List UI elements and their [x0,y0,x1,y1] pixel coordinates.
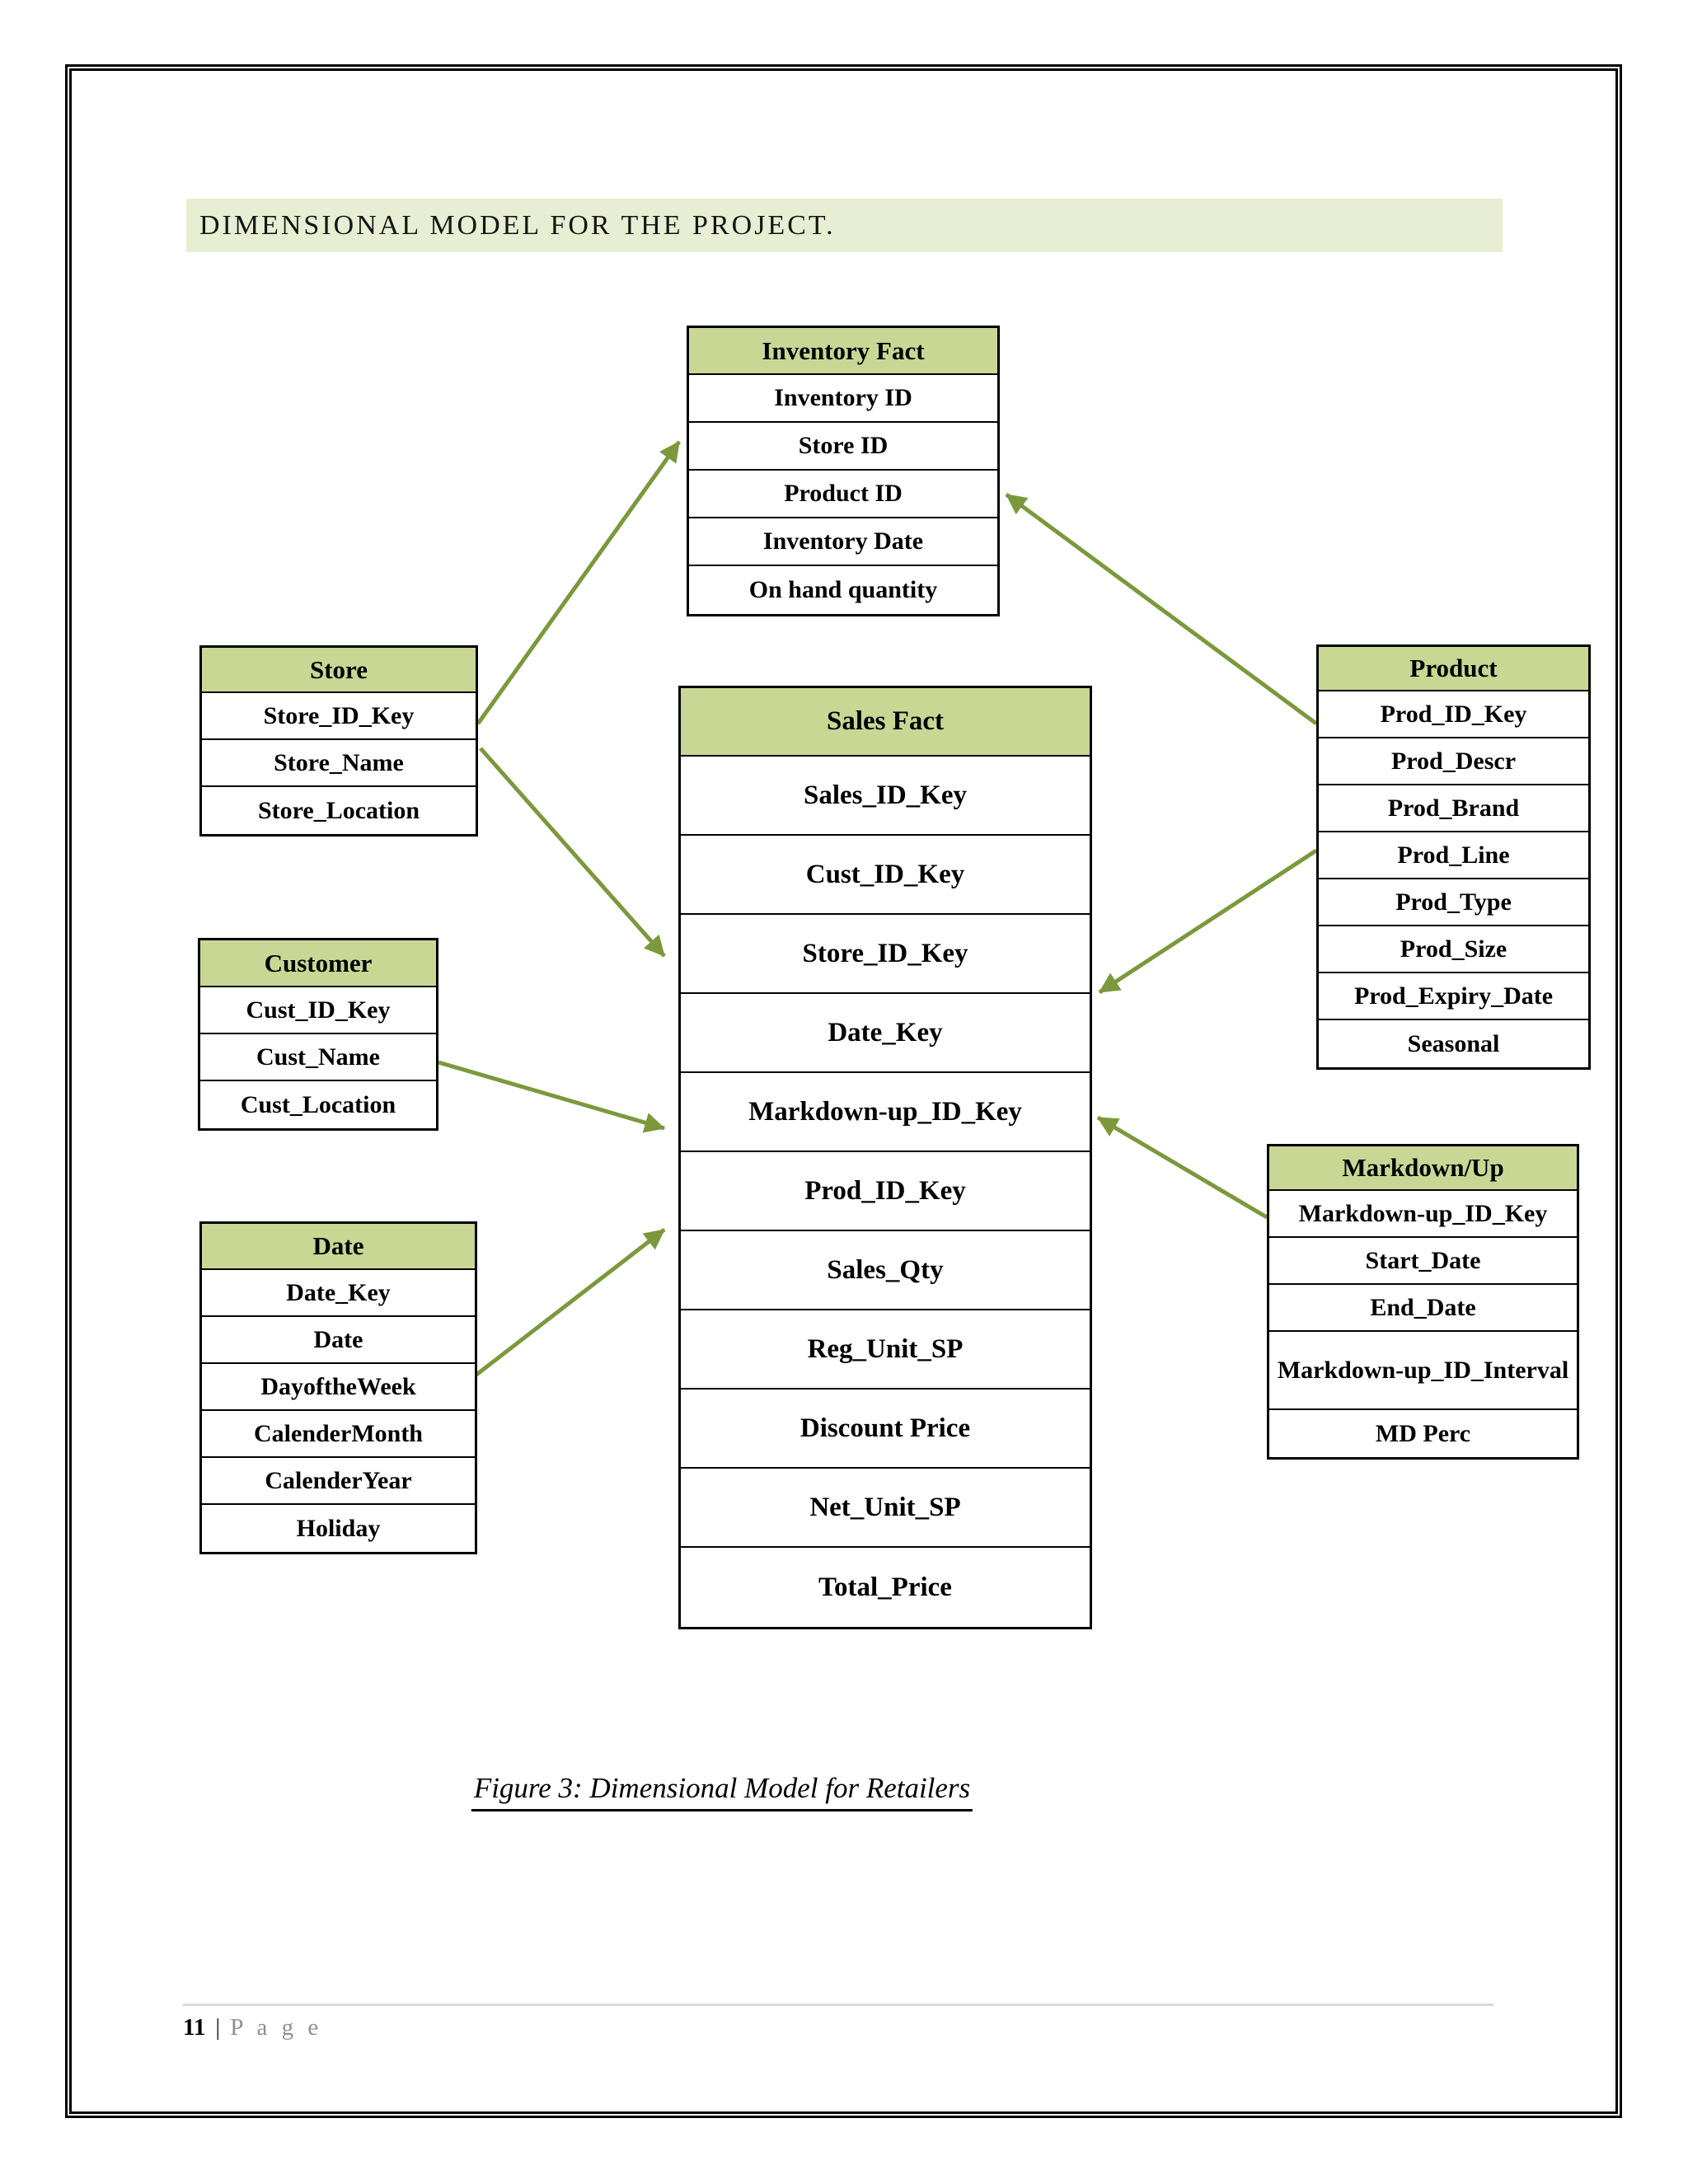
entity-row: Prod_Brand [1319,785,1588,832]
entity-row: Markdown-up_ID_Key [1269,1191,1577,1238]
entity-row: Store_Name [202,740,476,787]
entity-row: Inventory ID [689,375,997,423]
page-footer: 11 | P a g e [183,2014,322,2041]
entity-row: Markdown-up_ID_Key [681,1073,1090,1152]
section-title: DIMENSIONAL MODEL FOR THE PROJECT. [199,209,836,241]
entity-row: Discount Price [681,1390,1090,1469]
entity-row: Date_Key [202,1270,475,1317]
entity-row: Cust_Location [240,1090,396,1118]
entity-row: Net_Unit_SP [681,1469,1090,1548]
entity-row: MD Perc [1375,1419,1471,1447]
entity-row: Store_ID_Key [681,915,1090,994]
arrow-product-to-sales-fact [1098,848,1318,995]
entity-title-store: Store [202,648,476,693]
section-title-band: DIMENSIONAL MODEL FOR THE PROJECT. [186,199,1503,252]
arrow-store-to-inventory-fact [476,440,682,725]
arrow-markdown-to-sales-fact [1096,1115,1268,1220]
entity-row: Prod_ID_Key [681,1152,1090,1231]
arrow-customer-to-sales-fact [438,1060,666,1133]
entity-row: Prod_Type [1319,879,1588,926]
arrow-product-to-inventory-fact [1005,492,1318,726]
entity-row: Store_Location [257,796,420,824]
entity-row: Markdown-up_ID_Interval [1269,1332,1577,1410]
entity-row: Prod_Expiry_Date [1319,973,1588,1020]
entity-title-markdown_up: Markdown/Up [1269,1146,1577,1191]
entity-row: Inventory Date [689,518,997,566]
entity-title-date: Date [202,1224,475,1270]
entity-row: Total_Price [818,1572,952,1602]
entity-row: Sales_ID_Key [681,757,1090,836]
entity-row: Prod_ID_Key [1319,691,1588,738]
entity-row: Prod_Size [1319,926,1588,973]
entity-row: Cust_ID_Key [681,836,1090,915]
entity-row: Cust_Name [200,1034,436,1081]
entity-title-sales_fact: Sales Fact [681,688,1090,757]
arrow-store-to-sales-fact [479,747,666,958]
arrow-date-to-sales-fact [475,1228,666,1376]
entity-row: Start_Date [1269,1238,1577,1285]
entity-title-customer: Customer [200,940,436,987]
entity-row: Store ID [689,423,997,471]
entity-row: Prod_Line [1319,832,1588,879]
entity-row: Seasonal [1407,1029,1500,1057]
footer-separator: | [215,2014,221,2041]
entity-title-inventory_fact: Inventory Fact [689,328,997,375]
footer-page-number: 11 [183,2014,206,2041]
entity-row: DayoftheWeek [202,1364,475,1411]
entity-row: End_Date [1269,1285,1577,1332]
page-border-frame [65,64,1622,2118]
entity-row: Prod_Descr [1319,738,1588,785]
entity-row: Reg_Unit_SP [681,1310,1090,1390]
entity-title-product: Product [1319,647,1588,691]
entity-row: Sales_Qty [681,1231,1090,1310]
footer-divider-line [183,2004,1493,2006]
entity-row: Store_ID_Key [202,693,476,740]
figure-caption: Figure 3: Dimensional Model for Retailer… [471,1772,973,1811]
footer-page-label: P a g e [230,2014,323,2041]
entity-row: Holiday [296,1514,381,1542]
entity-row: Date [202,1317,475,1364]
entity-row: CalenderMonth [202,1411,475,1458]
entity-row: On hand quantity [748,576,938,604]
entity-row: CalenderYear [202,1458,475,1505]
entity-row: Product ID [689,471,997,518]
entity-row: Date_Key [681,994,1090,1073]
entity-row: Cust_ID_Key [200,987,436,1034]
